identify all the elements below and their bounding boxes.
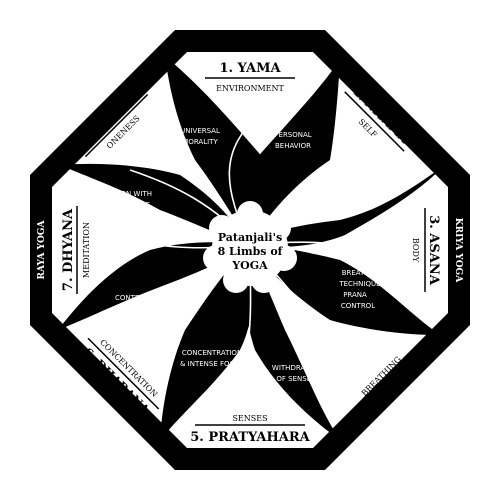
desc-yama-1: UNIVERSAL [180, 127, 220, 135]
limb-shape-samadhi [60, 163, 250, 245]
limb-title-dhyana: 7. DHYANA [61, 208, 76, 291]
center-title-line2: 8 Limbs of [218, 245, 284, 258]
desc-samadhi-2: THE DIVINE [109, 201, 150, 209]
center-badge [203, 201, 297, 293]
limb-title-asana: 3. ASANA [426, 215, 441, 286]
desc-niyama-1: PERSONAL [274, 131, 311, 139]
limb-shape-pratyahara [244, 245, 340, 440]
limb-descriptions: UNIVERSAL MORALITY PERSONAL BEHAVIOR BOD… [108, 127, 393, 383]
desc-niyama-2: BEHAVIOR [275, 142, 311, 150]
limb-group-dhyana: 7. DHYANA MEDITATION [61, 206, 91, 294]
limb-shape-pranayama [250, 245, 440, 335]
desc-asana-1: BODY [342, 189, 362, 197]
desc-asana-2: POSTURES [339, 201, 377, 209]
limb-title-pratyahara: 5. PRATYAHARA [190, 430, 310, 445]
desc-yama-2: MORALITY [182, 138, 218, 146]
desc-pranayama-2: TECHNIQUES & [338, 280, 393, 288]
limb-shape-dhyana [58, 242, 250, 330]
pinwheel [58, 56, 445, 440]
limb-domain-asana: BODY [411, 238, 420, 263]
limb-domain-dhyana: MEDITATION [82, 222, 91, 278]
desc-pratyahara-1: WITHDRAWAL [272, 364, 320, 372]
desc-pranayama-3: PRANA [343, 291, 367, 299]
desc-dharana-1: CONCENTRATION [182, 349, 242, 357]
desc-dhyana-1: CONTEMPLATION [115, 294, 175, 302]
limb-shape-dharana [160, 245, 253, 440]
limb-shape-asana [250, 165, 445, 247]
limb-domain-yama: ENVIRONMENT [216, 84, 284, 93]
limb-shape-niyama [240, 60, 340, 245]
center-title-line3: YOGA [231, 259, 268, 272]
desc-dharana-2: & INTENSE FOCUS [180, 360, 245, 368]
desc-pranayama-4: CONTROL [341, 302, 375, 310]
desc-dhyana-2: & MEDITATION [115, 305, 166, 313]
desc-pranayama-1: BREATHING [342, 269, 383, 277]
limb-title-yama: 1. YAMA [219, 61, 281, 76]
side-label-right: KRIYA YOGA [453, 218, 463, 283]
limb-domain-pratyahara: SENSES [232, 414, 267, 423]
side-label-left: RAYA YOGA [37, 220, 47, 280]
center-title-line1: Patanjali's [218, 231, 282, 244]
limb-group-asana: 3. ASANA BODY [411, 208, 441, 292]
desc-samadhi-1: UNION WITH [108, 190, 152, 198]
desc-pratyahara-2: OF SENSES [276, 375, 316, 383]
limb-shape-yama [165, 56, 265, 245]
